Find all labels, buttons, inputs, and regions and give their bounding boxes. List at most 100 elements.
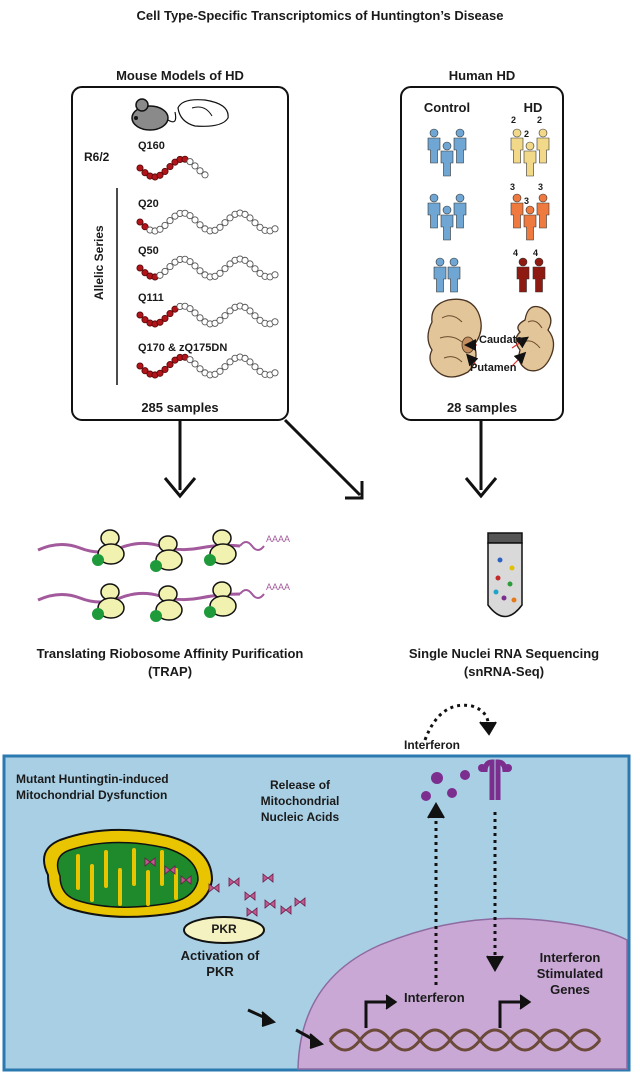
human-samples-label: 28 samples bbox=[446, 400, 518, 415]
trap-method-label: Translating Riobosome Affinity Purificat… bbox=[36, 646, 304, 661]
ribosome-layer bbox=[92, 529, 237, 622]
person-hd-grade2-icon bbox=[510, 128, 524, 164]
mitochondrion-icon bbox=[43, 828, 214, 918]
interferon-loop-arrow-head bbox=[479, 721, 497, 736]
trap-abbrev-label: (TRAP) bbox=[147, 664, 193, 679]
interferon-extracellular-label: Interferon bbox=[404, 738, 461, 752]
activation-label-1: Activation of bbox=[180, 948, 260, 963]
nucleic-acid-fragment bbox=[262, 873, 274, 883]
person-hd-grade3-icon bbox=[510, 193, 524, 229]
person-control-icon bbox=[447, 257, 461, 293]
nucleic-acid-fragment bbox=[280, 905, 292, 915]
polyq-helix-layer bbox=[136, 155, 279, 379]
person-control-icon bbox=[453, 128, 467, 164]
caudate-pointer-hd bbox=[511, 336, 529, 349]
interferon-molecules bbox=[421, 770, 470, 801]
allele-q20-label: Q20 bbox=[138, 198, 159, 210]
arrow-mouse-to-trap-head bbox=[163, 477, 197, 499]
transcription-arrow-2 bbox=[498, 1000, 526, 1028]
nucleic-acid-fragment bbox=[264, 899, 276, 909]
putamen-pointer bbox=[466, 353, 479, 367]
person-hd-grade2-icon bbox=[536, 128, 550, 164]
putamen-label: Putamen bbox=[470, 362, 517, 374]
caudate-label: Caudate bbox=[479, 334, 523, 346]
polyq-chain-q111 bbox=[136, 302, 279, 328]
person-control-icon bbox=[440, 141, 454, 177]
isg-label-2: Stimulated bbox=[536, 966, 604, 981]
person-hd-grade4-icon bbox=[532, 257, 546, 293]
grade-number: 3 bbox=[524, 196, 530, 206]
isg-label-1: Interferon bbox=[539, 950, 601, 965]
signaling-arrow-head bbox=[486, 955, 504, 973]
polya-tail-label: AAAA bbox=[266, 582, 291, 592]
release-label-3: Nucleic Acids bbox=[260, 810, 340, 824]
arrow-mouse-to-snrna bbox=[283, 418, 362, 497]
grade-number: 3 bbox=[510, 182, 516, 192]
secretion-arrow-head bbox=[427, 801, 445, 819]
nucleic-acid-fragment bbox=[228, 877, 240, 887]
allelic-series-label: Allelic Series bbox=[92, 225, 106, 300]
ribosome-icon bbox=[204, 581, 237, 618]
nucleic-acid-fragment bbox=[246, 907, 258, 917]
nucleic-acid-fragment bbox=[144, 857, 156, 867]
nucleic-acid-fragment bbox=[294, 897, 306, 907]
polyq-chain-q160 bbox=[136, 155, 209, 181]
nucleic-acid-fragment bbox=[244, 891, 256, 901]
polyq-chain-q170 bbox=[136, 353, 279, 379]
human-hd-heading: Human HD bbox=[448, 68, 516, 83]
person-hd-grade2-icon bbox=[523, 141, 537, 177]
mouse-models-heading: Mouse Models of HD bbox=[116, 68, 244, 83]
person-control-icon bbox=[453, 193, 467, 229]
pkr-oval bbox=[183, 916, 265, 944]
grade-number: 4 bbox=[513, 248, 519, 258]
control-label: Control bbox=[423, 100, 471, 115]
allele-q50-label: Q50 bbox=[138, 245, 159, 257]
allele-q170-label: Q170 & zQ175DN bbox=[138, 342, 228, 354]
snrna-method-label: Single Nuclei RNA Sequencing bbox=[408, 646, 600, 661]
ribosome-icon bbox=[92, 583, 125, 620]
ribosome-icon bbox=[150, 585, 183, 622]
nucleic-acid-fragment bbox=[208, 883, 220, 893]
snrna-abbrev-label: (snRNA-Seq) bbox=[463, 664, 545, 679]
dna-helix bbox=[328, 1028, 602, 1052]
grade-number: 2 bbox=[537, 115, 543, 125]
person-hd-grade3-icon bbox=[523, 205, 537, 241]
transcription-arrow-1 bbox=[364, 1000, 392, 1028]
nucleic-acid-layer bbox=[144, 857, 306, 917]
r62-label: R6/2 bbox=[84, 150, 110, 164]
pkr-label: PKR bbox=[211, 922, 237, 936]
release-label-1: Release of bbox=[269, 778, 331, 792]
mito-dysfunction-label-1: Mutant Huntingtin-induced bbox=[16, 772, 169, 786]
person-control-icon bbox=[433, 257, 447, 293]
people-layer bbox=[427, 128, 550, 293]
interferon-receptor-icon bbox=[478, 759, 512, 800]
polya-tail-label: AAAA bbox=[266, 534, 291, 544]
diagram-title: Cell Type-Specific Transcriptomics of Hu… bbox=[136, 8, 504, 23]
allele-q160-label: Q160 bbox=[138, 140, 165, 152]
ribosome-icon bbox=[92, 529, 125, 566]
mouse-samples-label: 285 samples bbox=[141, 400, 219, 415]
person-control-icon bbox=[427, 128, 441, 164]
grade-number: 3 bbox=[538, 182, 544, 192]
transcription-arrow-1-head bbox=[385, 994, 398, 1010]
ribosome-icon bbox=[150, 535, 183, 572]
activation-label-2: PKR bbox=[206, 964, 234, 979]
grade-number: 4 bbox=[533, 248, 539, 258]
polyq-chain-q50 bbox=[136, 255, 279, 281]
interferon-gene-label: Interferon bbox=[404, 990, 465, 1005]
pkr-arrow-b-head bbox=[309, 1033, 325, 1049]
mouse-brain-icon bbox=[177, 99, 229, 127]
grade-number: 2 bbox=[524, 129, 530, 139]
mito-dysfunction-label-2: Mitochondrial Dysfunction bbox=[16, 788, 168, 802]
snrna-tube-icon bbox=[487, 532, 523, 618]
arrow-human-to-snrna-head bbox=[464, 477, 498, 499]
release-label-2: Mitochondrial bbox=[260, 794, 340, 808]
arrow-mouse-to-snrna-head bbox=[345, 481, 364, 500]
polyq-chain-q20 bbox=[136, 209, 279, 235]
ribosome-icon bbox=[204, 529, 237, 566]
person-control-icon bbox=[440, 205, 454, 241]
isg-label-3: Genes bbox=[550, 982, 590, 997]
person-hd-grade4-icon bbox=[516, 257, 530, 293]
interferon-loop-arrow bbox=[423, 703, 490, 741]
